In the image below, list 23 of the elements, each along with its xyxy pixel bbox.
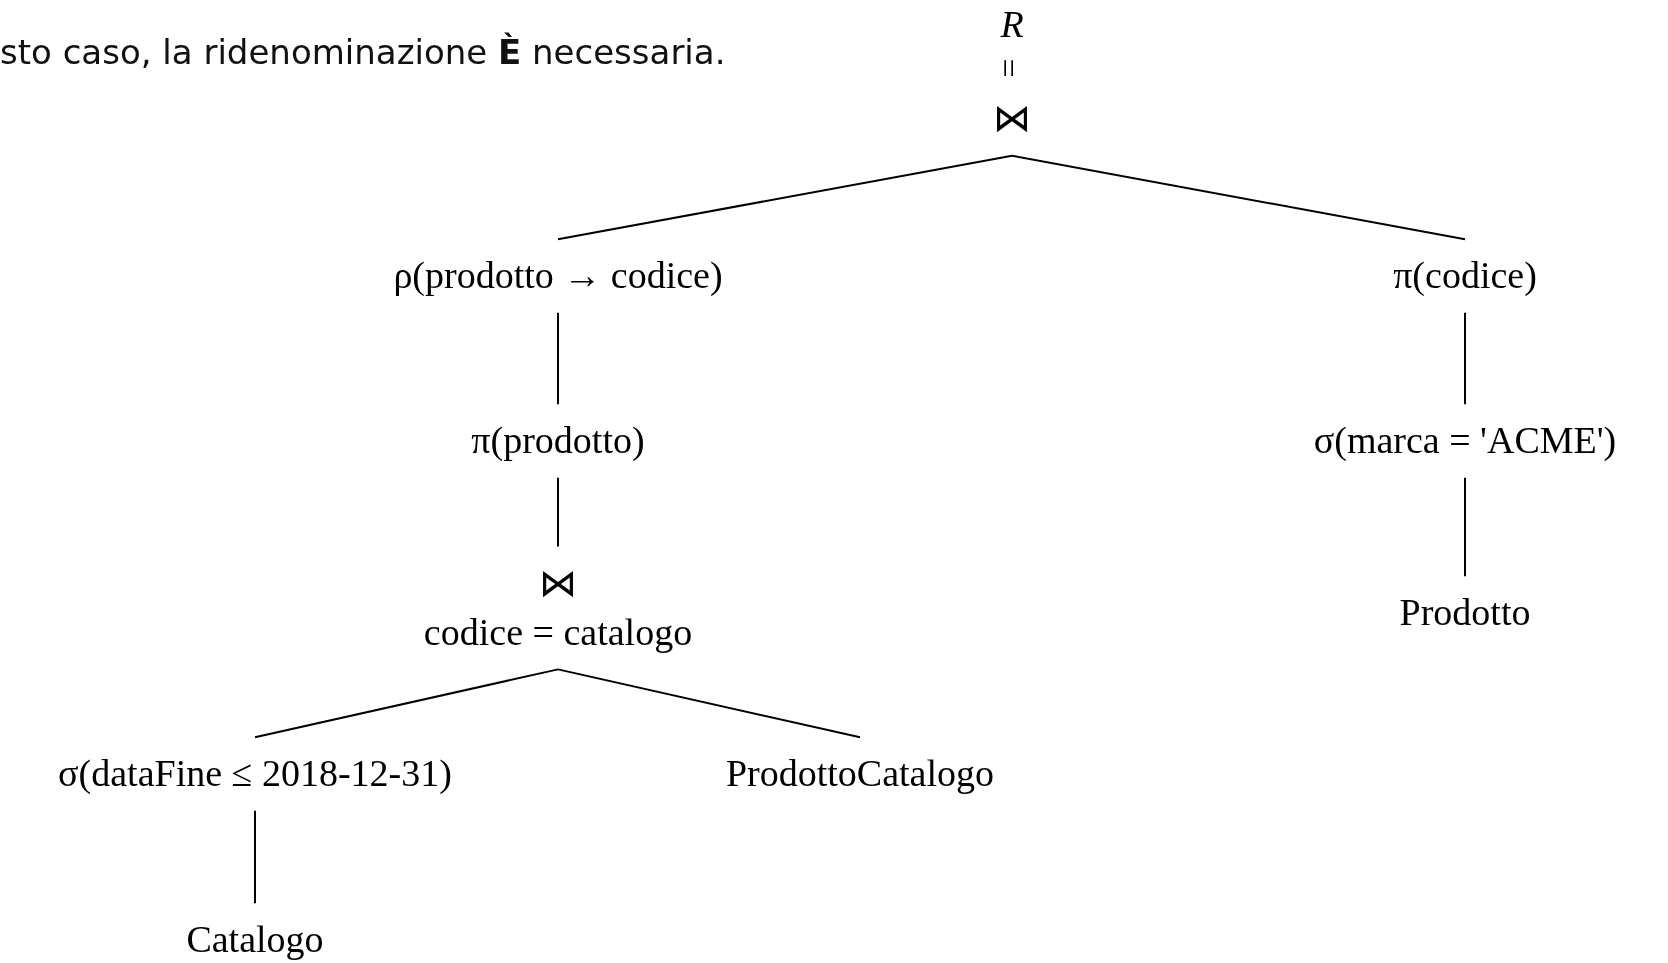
expression-text: π(codice) [1393, 253, 1537, 299]
expression-text: ⋈ [538, 560, 578, 606]
tree-edge [557, 668, 861, 739]
expression-text: σ(marca = 'ACME') [1313, 418, 1617, 464]
tree-edge [1464, 311, 1466, 406]
expression-text: Catalogo [186, 917, 324, 963]
tree-edge [557, 154, 1013, 241]
tree-edge [1011, 154, 1466, 241]
expression-text: codice = catalogo [423, 610, 693, 655]
expression-text: σ(dataFine ≤ 2018-12-31) [58, 751, 452, 797]
expression-text: ProdottoCatalogo [725, 751, 995, 797]
heading-text: sto caso, la ridenominazione È necessaria. [0, 32, 726, 72]
tree-edge [557, 311, 559, 406]
expression-text: ρ(prodotto → codice) [393, 253, 723, 299]
tree-edge [254, 809, 256, 905]
tree-edge [254, 668, 559, 739]
expression-text: Prodotto [1399, 590, 1531, 636]
tree-edge [1464, 476, 1466, 578]
tree-edge [557, 476, 559, 548]
expression-text: R [1000, 2, 1024, 48]
expression-text: π(prodotto) [471, 418, 645, 464]
equals-sign: = [989, 58, 1027, 78]
expression-text: ⋈ [993, 96, 1031, 142]
